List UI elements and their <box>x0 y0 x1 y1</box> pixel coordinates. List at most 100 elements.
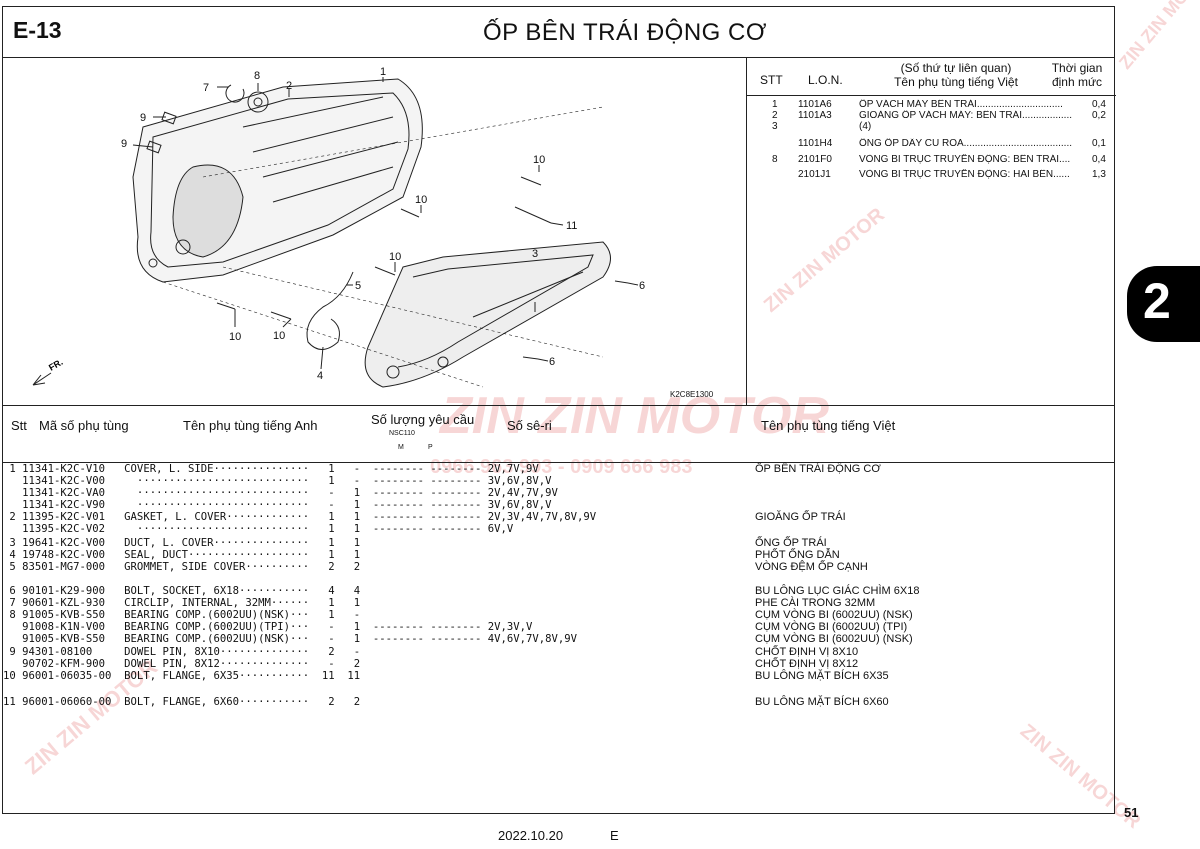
callout-6a: 6 <box>639 280 645 292</box>
rt-row: 1 1101A6 ỐP VÁCH MÁY BÊN TRÁI.............… <box>746 99 1116 113</box>
rt-header-name-line1: (Số thứ tự liên quan) <box>900 61 1012 75</box>
pt-row-vn: CHỐT ĐỊNH VỊ 8X10 <box>755 646 859 658</box>
table-row: 11341-K2C-V00 ··························… <box>3 475 1114 488</box>
pt-row-text: 11341-K2C-VA0 ··························… <box>3 487 558 499</box>
pt-row-text: 91005-KVB-S50 BEARING COMP.(6002UU)(NSK)… <box>3 633 578 645</box>
pt-row-vn: ỐP BÊN TRÁI ĐỘNG CƠ <box>755 463 881 475</box>
rt-cell-name: GIOĂNG ỐP VÁCH MÁY: BÊN TRÁI............… <box>859 110 1073 121</box>
pt-header-serial: Số sê-ri <box>507 418 552 433</box>
rt-cell-time: 0,2 <box>1092 110 1106 121</box>
rt-cell-time: 0,1 <box>1092 138 1106 149</box>
pt-header-qty-p: P <box>428 444 433 451</box>
pt-row-vn: BU LÔNG MẶT BÍCH 6X60 <box>755 696 889 708</box>
pt-header-stt: Stt <box>11 418 27 433</box>
diagram-ref-code: K2C8E1300 <box>670 390 714 399</box>
section-tab: 2 <box>1127 266 1200 342</box>
watermark-brand: ZIN ZIN MOTOR <box>440 387 830 445</box>
watermark-phone: 0966 963 993 - 0909 666 983 <box>430 456 693 478</box>
callout-6b: 6 <box>549 356 555 368</box>
rt-row: 3 (4) <box>746 121 1116 135</box>
callout-10c: 10 <box>389 251 401 263</box>
pt-row-text: 6 90101-K29-900 BOLT, SOCKET, 6X18······… <box>3 585 361 597</box>
pt-row-text: 11 96001-06060-00 BOLT, FLANGE, 6X60····… <box>3 696 361 708</box>
rt-cell-time: 0,4 <box>1092 99 1106 110</box>
pt-row-text: 5 83501-MG7-000 GROMMET, SIDE COVER·····… <box>3 561 361 573</box>
table-row: 11341-K2C-V90 ··························… <box>3 499 1114 512</box>
rt-header-name: (Số thứ tự liên quan) Tên phụ tùng tiếng… <box>856 61 1056 89</box>
callout-7: 7 <box>203 82 209 94</box>
related-table-header: STT L.O.N. (Số thứ tự liên quan) Tên phụ… <box>746 57 1116 96</box>
rt-header-lon: L.O.N. <box>808 73 843 87</box>
callout-9a: 9 <box>140 112 146 124</box>
parts-table-header: Stt Mã số phụ tùng Tên phụ tùng tiếng An… <box>3 405 1114 463</box>
callout-1: 1 <box>380 66 386 78</box>
pt-header-qty: Số lượng yêu cầu <box>371 412 475 427</box>
rt-header-time-line2: định mức <box>1051 75 1103 89</box>
table-row: 11395-K2C-V02 ··························… <box>3 523 1114 536</box>
pt-row-text: 11395-K2C-V02 ··························… <box>3 523 514 535</box>
fr-label: FR. <box>47 357 65 373</box>
rt-cell-time: 1,3 <box>1092 169 1106 180</box>
rt-cell-stt: 8 <box>772 154 778 165</box>
pt-header-name-en: Tên phụ tùng tiếng Anh <box>183 418 318 433</box>
rt-header-time-line1: Thời gian <box>1051 61 1103 75</box>
pt-row-vn: PHE CÀI TRONG 32MM <box>755 597 876 609</box>
table-row: 8 91005-KVB-S50 BEARING COMP.(6002UU)(NS… <box>3 609 1114 622</box>
pt-row-text: 4 19748-K2C-V00 SEAL, DUCT··············… <box>3 549 361 561</box>
pt-row-text: 3 19641-K2C-V00 DUCT, L. COVER··········… <box>3 537 361 549</box>
rt-cell-stt: 1 <box>772 99 778 110</box>
pt-row-vn: CỤM VÒNG BI (6002UU) (NSK) <box>755 609 913 621</box>
table-row: 1 11341-K2C-V10 COVER, L. SIDE··········… <box>3 463 1114 476</box>
footer-date: 2022.10.20 <box>498 828 564 843</box>
callout-8: 8 <box>254 70 260 82</box>
table-row: 11341-K2C-VA0 ··························… <box>3 487 1114 500</box>
rt-cell-name: (4) <box>859 121 872 132</box>
pt-row-text: 91008-K1N-V00 BEARING COMP.(6002UU)(TPI)… <box>3 621 533 633</box>
pt-header-qty-model: NSC110 <box>389 430 415 437</box>
pt-row-vn: GIOĂNG ỐP TRÁI <box>755 511 846 523</box>
rt-cell-lon: 1101A6 <box>798 99 832 110</box>
table-row: 10 96001-06035-00 BOLT, FLANGE, 6X35····… <box>3 670 1114 683</box>
pt-row-text: 11341-K2C-V00 ··························… <box>3 475 552 487</box>
pt-row-vn: CỤM VÒNG BI (6002UU) (NSK) <box>755 633 913 645</box>
pt-row-vn: VÒNG ĐỆM ỐP CẠNH <box>755 561 868 573</box>
rt-cell-name: ỐP VÁCH MÁY BÊN TRÁI....................… <box>859 99 1063 110</box>
exploded-diagram: 1 2 8 7 9 9 10 10 11 5 10 3 6 10 10 4 6 … <box>3 57 747 405</box>
section-code: E-13 <box>13 17 62 43</box>
rt-header-name-line2: Tên phụ tùng tiếng Việt <box>894 75 1018 89</box>
rt-cell-lon: 2101J1 <box>798 169 831 180</box>
table-row: 6 90101-K29-900 BOLT, SOCKET, 6X18······… <box>3 585 1114 598</box>
pt-row-vn: BU LÔNG LỤC GIÁC CHÌM 6X18 <box>755 585 920 597</box>
callout-11: 11 <box>566 220 577 232</box>
pt-row-text: 1 11341-K2C-V10 COVER, L. SIDE··········… <box>3 463 539 475</box>
callout-10e: 10 <box>273 330 285 342</box>
pt-row-text: 9 94301-08100 DOWEL PIN, 8X10···········… <box>3 646 361 658</box>
rt-cell-stt: 3 <box>772 121 778 132</box>
table-row: 90702-KFM-900 DOWEL PIN, 8X12···········… <box>3 658 1114 671</box>
pt-row-vn: PHỐT ỐNG DẪN <box>755 549 840 561</box>
table-row: 9 94301-08100 DOWEL PIN, 8X10···········… <box>3 646 1114 659</box>
rt-cell-lon: 2101F0 <box>798 154 832 165</box>
pt-header-part-no: Mã số phụ tùng <box>39 418 129 433</box>
rt-cell-stt: 2 <box>772 110 778 121</box>
callout-4: 4 <box>317 370 323 382</box>
callout-10d: 10 <box>229 331 241 343</box>
watermark-brand-top: ZIN ZIN MOTOR <box>1115 0 1200 73</box>
rt-header-stt: STT <box>760 73 783 87</box>
table-row: 4 19748-K2C-V00 SEAL, DUCT··············… <box>3 549 1114 562</box>
callout-9b: 9 <box>121 138 127 150</box>
pt-row-vn: CỤM VÒNG BI (6002UU) (TPI) <box>755 621 908 633</box>
pt-row-text: 2 11395-K2C-V01 GASKET, L. COVER········… <box>3 511 597 523</box>
section-tab-label: 2 <box>1143 273 1171 329</box>
page-title: ỐP BÊN TRÁI ĐỘNG CƠ <box>483 19 767 46</box>
callout-3: 3 <box>532 248 538 260</box>
rt-cell-name: ỐNG ỐP DÂY CU ROA.......................… <box>859 138 1073 149</box>
diagram-drawing: 1 2 8 7 9 9 10 10 11 5 10 3 6 10 10 4 6 … <box>32 66 645 388</box>
page-number: 51 <box>1124 805 1139 820</box>
page-frame: E-13 ỐP BÊN TRÁI ĐỘNG CƠ <box>2 6 1116 814</box>
pt-row-vn: CHỐT ĐỊNH VỊ 8X12 <box>755 658 859 670</box>
table-row: 5 83501-MG7-000 GROMMET, SIDE COVER·····… <box>3 561 1114 574</box>
